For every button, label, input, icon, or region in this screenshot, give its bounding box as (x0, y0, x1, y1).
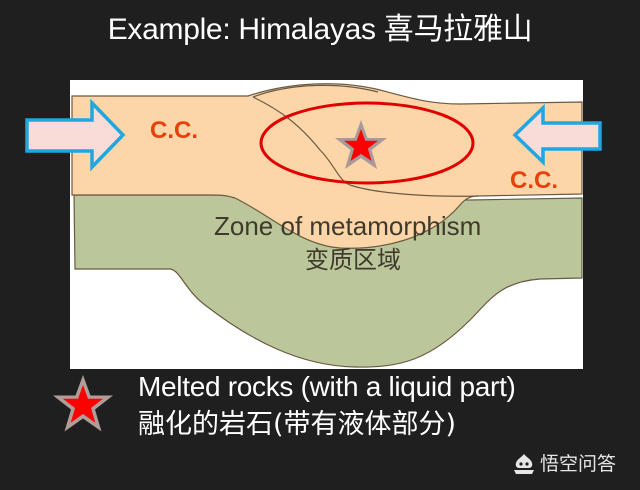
zone-label-chinese: 变质区域 (305, 246, 401, 274)
continental-crust-label-right: C.C. (510, 167, 558, 194)
slide-title: Example: Himalayas 喜马拉雅山 (107, 13, 533, 46)
plate-boundary-line-upper (252, 84, 379, 98)
legend-text-chinese: 融化的岩石(带有液体部分) (138, 409, 457, 440)
zone-label-english: Zone of metamorphism (214, 211, 482, 241)
watermark: 悟空问答 (512, 451, 616, 477)
wukong-logo-icon (514, 454, 534, 474)
crust-layer-peach (71, 83, 583, 249)
compression-arrow-right-icon (512, 103, 602, 167)
melt-zone-ellipse (259, 101, 475, 185)
legend-star-icon (53, 375, 113, 432)
compression-arrow-left-icon (25, 98, 126, 172)
legend-text-english: Melted rocks (with a liquid part) (138, 371, 516, 402)
continental-crust-label-left: C.C. (150, 117, 198, 144)
melted-rock-star-icon (335, 120, 387, 169)
plate-boundary-line (252, 96, 479, 197)
watermark-text: 悟空问答 (540, 453, 617, 475)
